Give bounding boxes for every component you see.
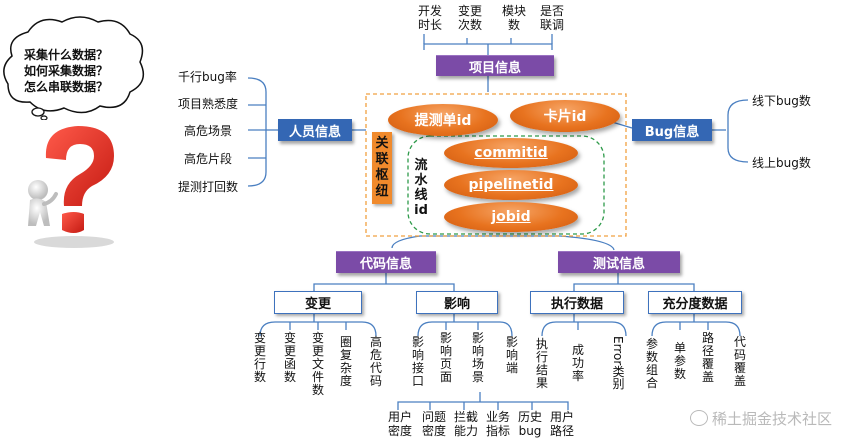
person-item-bug-rate: 千行bug率 xyxy=(178,70,237,84)
pill-submit-test-id: 提测单id xyxy=(388,104,498,136)
impact-sub-biz-metric: 业务指标 xyxy=(485,410,510,438)
person-item-familiarity: 项目熟悉度 xyxy=(178,97,239,111)
test-info-node: 测试信息 xyxy=(558,251,680,273)
change-item-functions: 变更函数 xyxy=(283,331,296,384)
impact-item-api: 影响接口 xyxy=(411,335,424,388)
impact-node: 影响 xyxy=(416,291,498,314)
coverage-item-code: 代码覆盖 xyxy=(733,335,746,388)
cloud-line-1: 采集什么数据？ xyxy=(24,48,109,62)
association-hub-label: 关联枢纽 xyxy=(372,132,392,204)
pipeline-id-label: 流水线id xyxy=(414,158,428,218)
coverage-item-param-combo: 参数组合 xyxy=(645,337,658,390)
impact-item-endpoint: 影响端 xyxy=(505,335,518,375)
pill-card-id: 卡片id xyxy=(510,100,620,132)
code-info-node: 代码信息 xyxy=(336,251,436,273)
watermark-text: 稀土掘金技术社区 xyxy=(712,410,833,428)
bug-info-node: Bug信息 xyxy=(632,119,712,141)
project-item-joint-debug: 是否联调 xyxy=(539,4,564,32)
person-item-risk-scene: 高危场景 xyxy=(184,124,233,138)
coverage-data-node: 充分度数据 xyxy=(648,291,742,314)
thought-cloud xyxy=(3,16,145,120)
exec-item-result: 执行结果 xyxy=(535,337,548,390)
impact-item-page: 影响页面 xyxy=(439,331,452,384)
impact-sub-user-density: 用户密度 xyxy=(387,410,412,438)
pill-commitid: commitid xyxy=(444,138,578,168)
person-item-risk-snippet: 高危片段 xyxy=(184,152,233,166)
impact-sub-history-bug: 历史bug xyxy=(517,410,542,438)
exec-data-node: 执行数据 xyxy=(530,291,624,314)
project-item-change-count: 变更次数 xyxy=(457,4,482,32)
exec-item-success-rate: 成功率 xyxy=(571,343,584,383)
change-item-complexity: 圈复杂度 xyxy=(339,335,352,388)
impact-sub-user-path: 用户路径 xyxy=(549,410,574,438)
coverage-item-path: 路径覆盖 xyxy=(701,331,714,384)
watermark: 稀土掘金技术社区 xyxy=(690,408,832,429)
change-item-risk-code: 高危代码 xyxy=(369,335,382,388)
change-node: 变更 xyxy=(274,291,362,314)
impact-sub-issue-density: 问题密度 xyxy=(421,410,446,438)
bug-item-online: 线上bug数 xyxy=(752,156,811,170)
cloud-line-3: 怎么串联数据？ xyxy=(24,80,109,94)
exec-item-error-type: Error类别 xyxy=(611,336,625,390)
coverage-item-single-param: 单参数 xyxy=(673,341,686,381)
impact-item-scene: 影响场景 xyxy=(471,331,484,384)
bug-item-offline: 线下bug数 xyxy=(752,94,811,108)
pill-pipelinetid: pipelinetid xyxy=(444,170,578,200)
pill-jobid: jobid xyxy=(444,202,578,232)
change-item-files: 变更文件数 xyxy=(311,331,324,397)
project-item-dev-time: 开发时长 xyxy=(417,4,442,32)
person-info-node: 人员信息 xyxy=(278,119,352,141)
watermark-logo-icon xyxy=(690,410,708,426)
cloud-line-2: 如何采集数据？ xyxy=(24,64,109,78)
project-item-module-count: 模块数 xyxy=(501,4,526,32)
change-item-lines: 变更行数 xyxy=(253,331,266,384)
project-info-node: 项目信息 xyxy=(436,55,554,76)
impact-sub-intercept: 拦截能力 xyxy=(453,410,478,438)
question-mark-figure-icon xyxy=(28,126,115,248)
person-item-reject-count: 提测打回数 xyxy=(178,180,239,194)
